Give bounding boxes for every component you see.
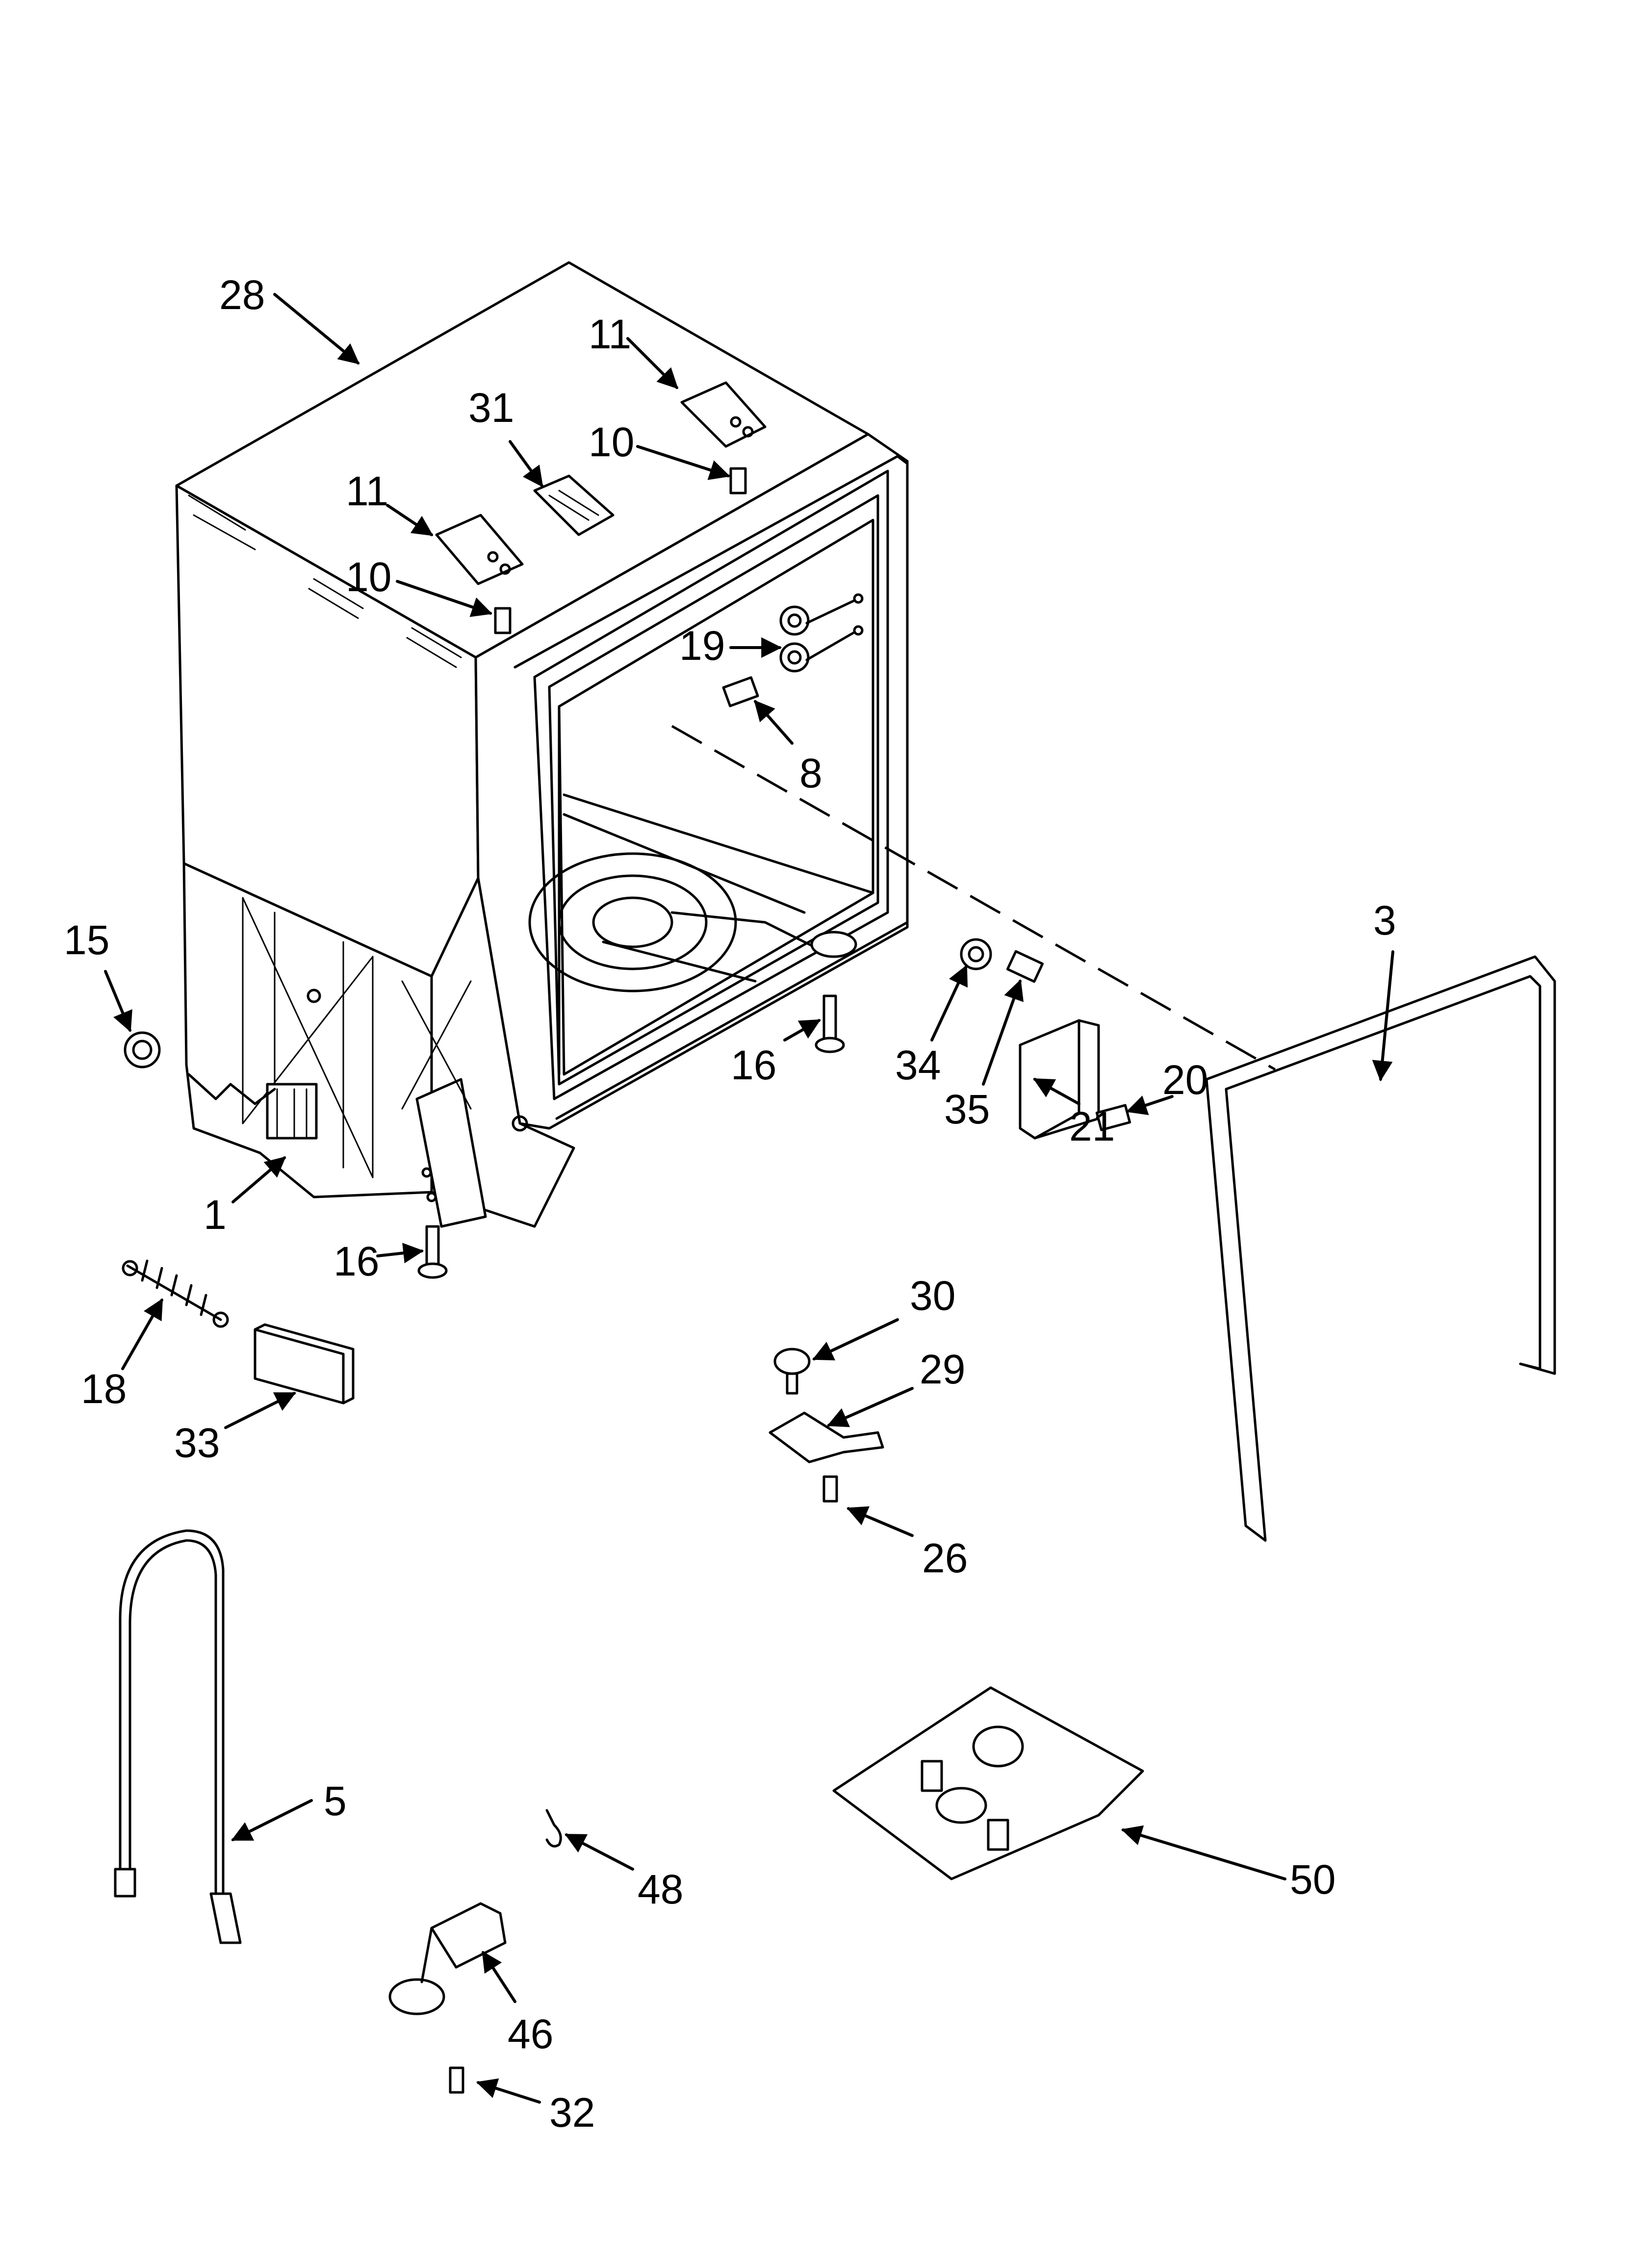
mount-bracket (1019, 1019, 1131, 1140)
label-26: 26 (922, 1535, 968, 1581)
screw-26 (822, 1475, 838, 1503)
screw-left (494, 607, 512, 634)
door-wheel-assembly (722, 593, 864, 707)
insulation-pad (254, 1323, 355, 1405)
door-gasket (1205, 955, 1556, 1542)
part-labels: 28 11 31 10 11 10 19 8 15 3 16 34 35 20 … (64, 272, 1396, 2136)
label-18: 18 (81, 1366, 127, 1412)
label-31: 31 (468, 385, 514, 431)
label-10-lower: 10 (346, 554, 391, 600)
leader-arrows (104, 293, 1394, 2104)
label-16-right: 16 (731, 1042, 776, 1088)
vent-clip (533, 474, 615, 536)
label-8: 8 (799, 750, 822, 796)
top-bracket-left (435, 514, 524, 585)
label-16-left: 16 (334, 1238, 379, 1284)
label-5: 5 (324, 1778, 347, 1824)
wire-harness (114, 1529, 242, 1944)
label-11-upper: 11 (589, 311, 631, 357)
label-15: 15 (64, 917, 109, 963)
label-46: 46 (508, 2011, 553, 2057)
label-10-upper: 10 (589, 419, 634, 465)
thermostat-bracket (769, 1411, 884, 1463)
label-34: 34 (895, 1042, 941, 1088)
label-3: 3 (1373, 897, 1396, 943)
label-21: 21 (1069, 1103, 1115, 1149)
hinge-spring (122, 1259, 229, 1328)
label-20: 20 (1162, 1057, 1208, 1103)
screw-right (729, 467, 747, 495)
leveling-leg-right (815, 994, 845, 1053)
thermostat (773, 1348, 811, 1395)
label-29: 29 (920, 1346, 965, 1392)
label-11-lower: 11 (346, 468, 388, 514)
parts-bag (832, 1686, 1144, 1880)
drain-cap (124, 1031, 161, 1069)
label-48: 48 (638, 1866, 683, 1912)
top-bracket-right (680, 381, 767, 448)
spring-clip (545, 1809, 562, 1848)
label-28: 28 (219, 272, 265, 318)
label-1: 1 (204, 1192, 227, 1238)
star-washer (960, 938, 992, 970)
screw-32 (449, 2066, 464, 2094)
bolt-35 (1006, 950, 1044, 983)
label-32: 32 (549, 2089, 595, 2136)
label-50: 50 (1290, 1856, 1335, 1903)
label-19: 19 (679, 623, 725, 669)
label-33: 33 (174, 1420, 220, 1466)
leveling-leg-left (417, 1225, 448, 1279)
label-35: 35 (944, 1086, 990, 1132)
label-30: 30 (910, 1273, 955, 1319)
